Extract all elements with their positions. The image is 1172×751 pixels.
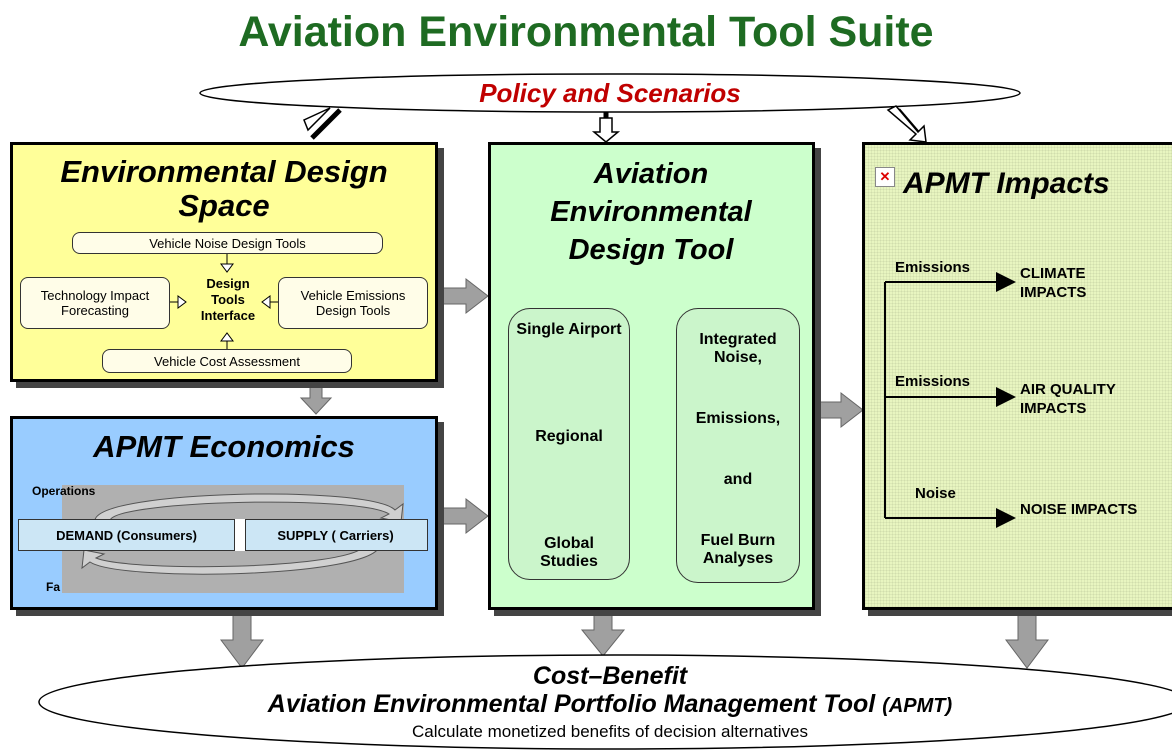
impacts-box: ✕ APMT Impacts — [862, 142, 1172, 610]
aedt-title: Aviation Environmental Design Tool — [550, 158, 752, 266]
cba-line1: Cost–Benefit — [532, 662, 688, 690]
broken-image-icon: ✕ — [875, 167, 895, 187]
emissions-label: Emissions, — [695, 410, 781, 427]
cba-ellipse — [38, 654, 1172, 750]
impact-output-2: NOISE IMPACTS — [1020, 501, 1138, 518]
policy-label: Policy and Scenarios — [479, 78, 741, 108]
tech-forecast-box: Technology Impact Forecasting — [20, 277, 170, 329]
impact-input-2: Noise — [915, 485, 956, 502]
bar-divider — [234, 519, 246, 551]
eds-title: Environmental Design Space — [60, 154, 388, 223]
regional-label: Regional — [535, 428, 603, 445]
fuel-burn-label: Fuel Burn Analyses — [700, 532, 776, 567]
operations-label: Operations — [32, 484, 96, 498]
noise-tools-box: Vehicle Noise Design Tools — [72, 232, 383, 254]
eds-box: Environmental Design Space — [10, 142, 438, 382]
impact-output-0: CLIMATE IMPACTS — [1020, 265, 1087, 301]
emissions-tools-box: Vehicle Emissions Design Tools — [278, 277, 428, 329]
impact-input-1: Emissions — [895, 373, 971, 390]
policy-ellipse — [199, 73, 1021, 113]
integrated-noise-label: Integrated Noise, — [699, 331, 777, 366]
demand-label: DEMAND (Consumers) — [56, 528, 197, 543]
supply-label: SUPPLY ( Carriers) — [277, 528, 394, 543]
and-label: and — [723, 471, 753, 488]
fares-label: Fa — [46, 580, 61, 594]
cba-tool-name: Aviation Environmental Portfolio Managem… — [267, 690, 876, 718]
single-airport-label: Single Airport — [516, 321, 622, 338]
global-studies-label: Global Studies — [540, 535, 598, 570]
cba-line2: Aviation Environmental Portfolio Managem… — [150, 690, 1070, 719]
supply-demand-bar: DEMAND (Consumers) SUPPLY ( Carriers) — [18, 519, 428, 551]
design-tools-interface: Design Tools Interface — [200, 276, 256, 323]
cba-line3: Calculate monetized benefits of decision… — [412, 722, 808, 741]
analyses-box: Integrated Noise, Emissions, and Fuel Bu… — [676, 308, 800, 583]
cba-acronym: (APMT) — [882, 695, 953, 717]
impact-output-1: AIR QUALITY IMPACTS — [1020, 381, 1116, 417]
cost-assessment-box: Vehicle Cost Assessment — [102, 349, 352, 373]
impact-input-0: Emissions — [895, 259, 971, 276]
scope-box: Single Airport Regional Global Studies — [508, 308, 630, 580]
page-title: Aviation Environmental Tool Suite — [238, 8, 934, 56]
econ-title: APMT Economics — [93, 429, 355, 464]
impacts-title: APMT Impacts — [903, 167, 1110, 200]
